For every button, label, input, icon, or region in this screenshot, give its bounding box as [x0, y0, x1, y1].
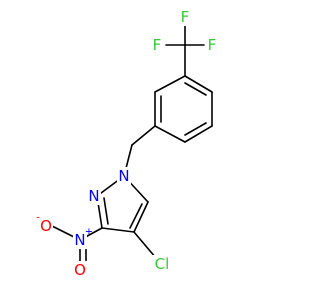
- bond-benzene-1: [184, 75, 213, 93]
- atom-symbol: F: [181, 8, 190, 26]
- atom-symbol: O: [74, 261, 86, 279]
- bond-c4-cl: [133, 231, 157, 259]
- atom-n3: N+: [73, 227, 93, 249]
- atom-o2: O: [73, 261, 87, 279]
- atom-symbol: N: [88, 187, 99, 205]
- atom-label-background: [117, 167, 131, 185]
- atom-symbol: N: [74, 231, 85, 249]
- atom-f2: F: [150, 36, 164, 54]
- atom-label-background: [150, 36, 164, 54]
- atom-o1: O-: [36, 213, 53, 235]
- atom-symbol: O: [40, 217, 52, 235]
- atom-symbol: F: [208, 36, 217, 54]
- atom-label-background: [205, 36, 219, 54]
- bond-benzene-double-a: [184, 82, 207, 96]
- bond-c3-n2-double: [103, 197, 109, 225]
- atom-symbol: N: [118, 167, 129, 185]
- atom-label-background: [73, 231, 87, 249]
- atom-label-background: [39, 217, 53, 235]
- atom-f3: F: [205, 36, 219, 54]
- bond-benzene-double-b: [184, 122, 207, 136]
- bond-benzene-4: [154, 125, 186, 143]
- bond-benzene-3: [184, 125, 213, 143]
- atom-charge: -: [36, 213, 40, 224]
- atom-label-background: [73, 261, 87, 279]
- atom-n2: N: [87, 187, 101, 205]
- atom-f1: F: [178, 8, 192, 26]
- atom-symbol: F: [153, 36, 162, 54]
- atom-n1: N: [117, 167, 131, 185]
- bond-c5-c4-double: [129, 203, 143, 229]
- bond-benzene-6: [154, 75, 186, 93]
- atom-cl1: Cl: [151, 255, 173, 273]
- bond-ring-ch2: [131, 125, 156, 146]
- atom-label-background: [151, 255, 173, 273]
- bond-c4-c3: [101, 227, 135, 233]
- atom-charge: +: [85, 227, 93, 238]
- atom-label-background: [87, 187, 101, 205]
- atom-symbol: Cl: [155, 255, 170, 273]
- bond-c5-c4: [133, 201, 149, 233]
- atom-label-background: [178, 8, 192, 26]
